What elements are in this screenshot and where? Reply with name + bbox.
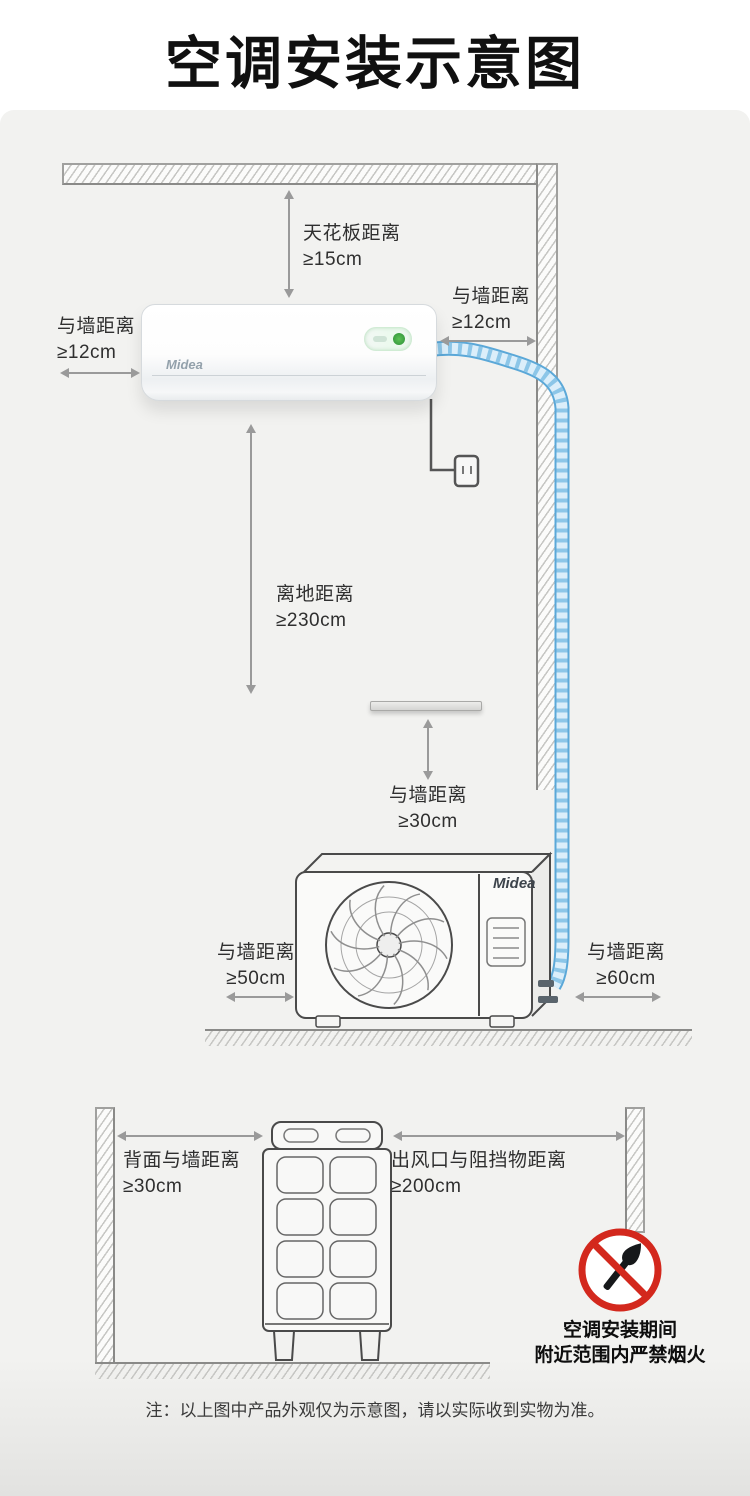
page-title: 空调安装示意图 xyxy=(165,32,585,96)
outdoor-left-wall-label: 与墙距离 ≥50cm xyxy=(216,942,295,989)
no-fire-icon xyxy=(578,1228,662,1312)
obstacle-shelf xyxy=(370,701,482,711)
ceiling-distance-label: 天花板距离 ≥15cm xyxy=(303,223,401,270)
power-outlet xyxy=(429,399,480,488)
indoor-right-wall-label: 与墙距离 ≥12cm xyxy=(452,286,531,333)
outdoor-right-wall-label: 与墙距离 ≥60cm xyxy=(586,942,665,989)
disclaimer-note: 注：以上图中产品外观仅为示意图，请以实际收到实物为准。 xyxy=(145,1401,605,1420)
ceiling-wall xyxy=(62,163,536,185)
outdoor-top-wall-label: 与墙距离 ≥30cm xyxy=(388,785,467,832)
floor-distance-label: 离地距离 ≥230cm xyxy=(276,584,355,631)
outlet-obstruction-label: 出风口与阻挡物距离 ≥200cm xyxy=(391,1150,567,1197)
outdoor-unit-front xyxy=(295,851,558,1028)
indoor-unit-seam xyxy=(152,375,426,376)
indoor-left-wall-arrow xyxy=(60,368,140,378)
bottom-left-wall xyxy=(95,1107,115,1362)
outdoor-brand-logo: Midea xyxy=(493,875,536,892)
indoor-display-leaf-icon xyxy=(364,327,412,351)
back-wall-distance-label: 背面与墙距离 ≥30cm xyxy=(123,1150,241,1197)
indoor-ac-unit: Midea xyxy=(141,304,437,401)
ceiling-distance-arrow xyxy=(284,190,294,298)
indoor-left-wall-label: 与墙距离 ≥12cm xyxy=(57,316,136,363)
outlet-obstruction-arrow xyxy=(393,1131,625,1141)
back-wall-distance-arrow xyxy=(117,1131,263,1141)
floor-distance-arrow xyxy=(246,424,256,694)
bottom-floor-line xyxy=(95,1362,490,1379)
indoor-brand-logo: Midea xyxy=(166,357,203,372)
outdoor-unit-back xyxy=(262,1121,392,1361)
outdoor-ground-line xyxy=(205,1029,692,1046)
no-fire-warning-text: 空调安装期间 附近范围内严禁烟火 xyxy=(534,1320,706,1366)
indoor-right-wall-arrow xyxy=(440,336,536,346)
outdoor-right-wall-arrow xyxy=(575,992,661,1002)
outdoor-top-wall-arrow xyxy=(423,719,433,780)
outdoor-left-wall-arrow xyxy=(226,992,294,1002)
bottom-right-wall xyxy=(625,1107,645,1233)
